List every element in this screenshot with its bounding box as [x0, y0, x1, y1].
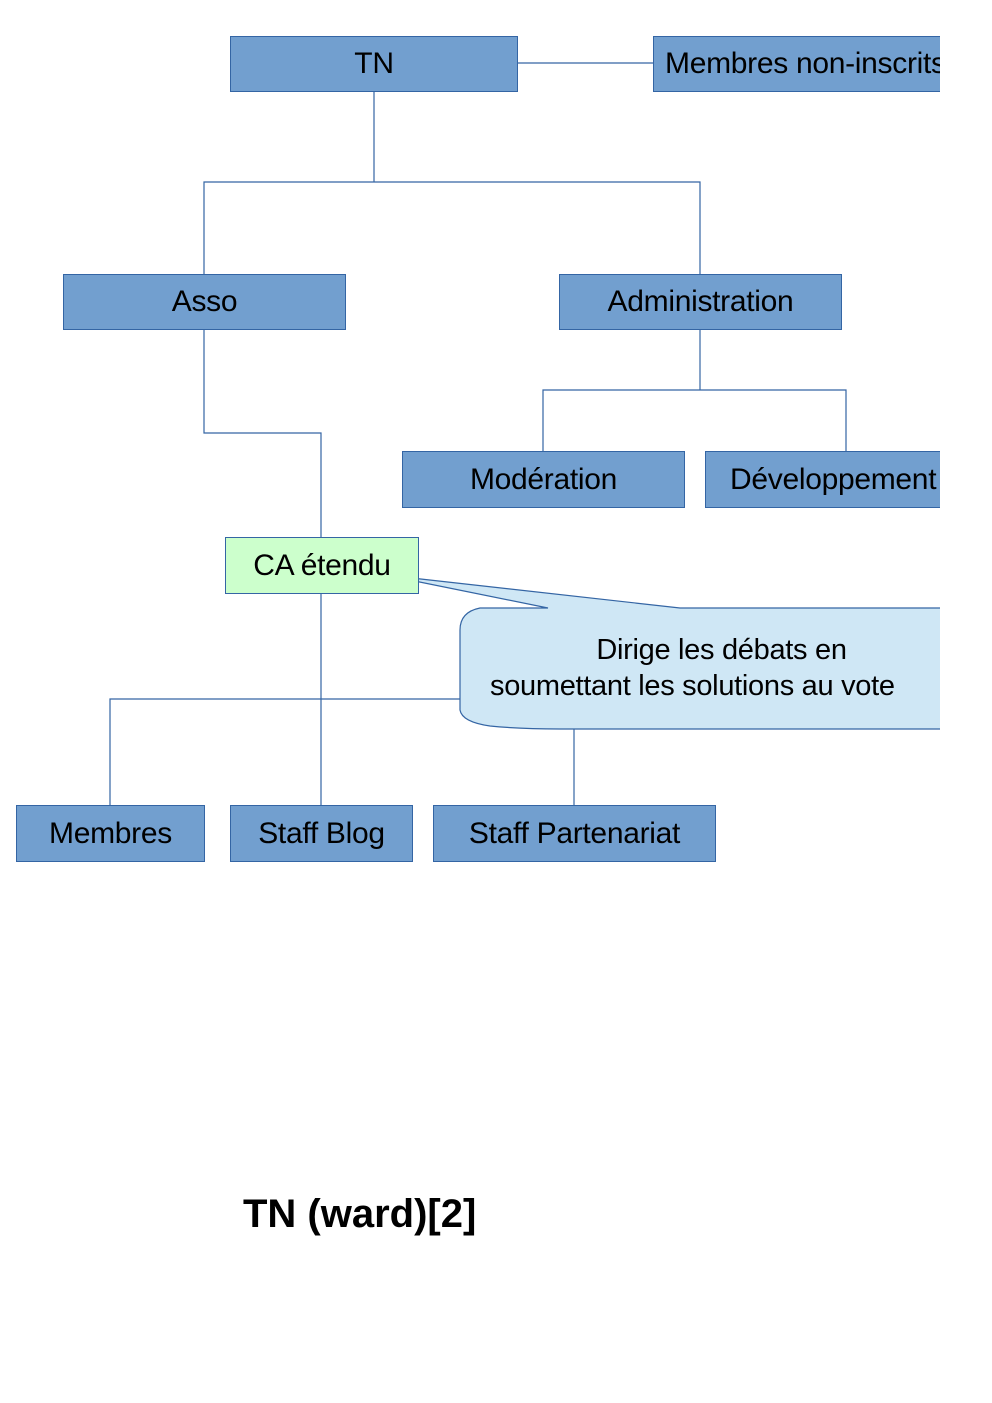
- node-staff-blog[interactable]: Staff Blog: [230, 805, 413, 862]
- node-tn[interactable]: TN: [230, 36, 518, 92]
- callout-line-1: Dirige les débats en: [596, 634, 847, 666]
- connector-admin-moderation-dev: [542, 389, 847, 451]
- node-label: Asso: [171, 285, 238, 318]
- node-membres[interactable]: Membres: [16, 805, 205, 862]
- node-label: Staff Blog: [258, 816, 385, 850]
- figure-caption: TN (ward)[2]: [243, 1192, 477, 1236]
- node-label: CA étendu: [253, 548, 391, 582]
- node-developpement[interactable]: Développement: [705, 451, 940, 508]
- node-moderation[interactable]: Modération: [402, 451, 685, 508]
- node-label: Modération: [469, 462, 618, 496]
- node-asso[interactable]: Asso: [63, 274, 346, 330]
- connectors: [109, 62, 940, 805]
- node-membres-non-inscrits[interactable]: Membres non-inscrits: [653, 36, 940, 92]
- node-label: TN: [354, 47, 394, 80]
- diagram-area: TN Membres non-inscrits Asso Administrat…: [16, 36, 940, 862]
- callout-text: Dirige les débats en soumettant les solu…: [460, 632, 940, 704]
- node-label: Membres: [49, 816, 172, 850]
- node-staff-partenariat[interactable]: Staff Partenariat: [433, 805, 716, 862]
- node-label: Administration: [607, 285, 794, 318]
- node-ca-etendu[interactable]: CA étendu: [225, 537, 419, 594]
- node-label: Membres non-inscrits: [665, 47, 940, 80]
- connector-tn-asso: [203, 181, 701, 275]
- callout-bubble: [384, 574, 940, 730]
- connector-ca-branch: [109, 698, 574, 805]
- callout-line-2: soumettant les solutions au vote: [490, 670, 895, 702]
- node-administration[interactable]: Administration: [559, 274, 842, 330]
- node-label: Staff Partenariat: [468, 816, 681, 850]
- node-label: Développement: [730, 462, 937, 496]
- connector-asso-ca: [203, 330, 322, 538]
